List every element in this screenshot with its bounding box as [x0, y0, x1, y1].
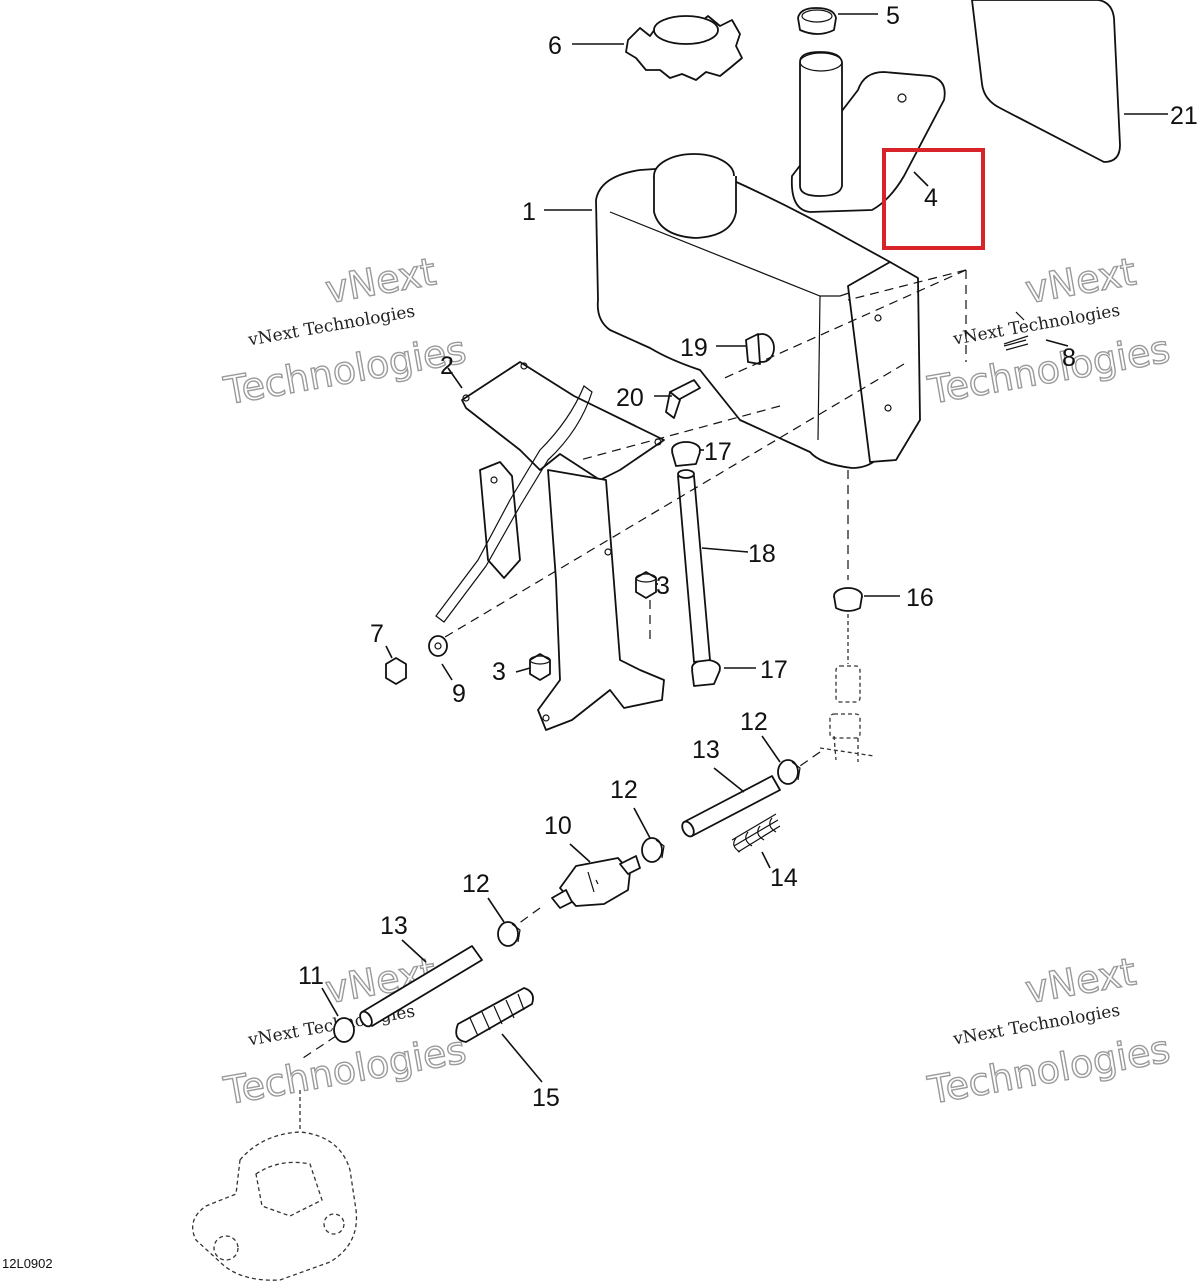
- part-19-grommet: [745, 333, 775, 365]
- diagram-code: 12L0902: [2, 1256, 53, 1271]
- part-13-hose-upper: [681, 775, 781, 838]
- callout-2: 2: [440, 352, 454, 380]
- part-8-screw: [1003, 311, 1029, 351]
- callout-7: 7: [370, 620, 384, 648]
- callout-6: 6: [548, 32, 562, 60]
- carburetor-ghost: [192, 1090, 358, 1281]
- callout-18: 18: [748, 540, 776, 568]
- part-12-clamp-upper: [777, 759, 801, 785]
- callout-16: 16: [906, 584, 934, 612]
- part-3-nut-upper: [635, 571, 657, 599]
- watermark-left-top: vNext vNext Technologies Technologies: [220, 249, 470, 414]
- callout-13-upper: 13: [692, 736, 720, 764]
- part-21-decal: [971, 0, 1121, 163]
- callout-12-lower: 12: [462, 870, 490, 898]
- callout-8: 8: [1062, 344, 1076, 372]
- callout-9: 9: [452, 680, 466, 708]
- assembly-lines: [299, 269, 967, 1061]
- part-20-elbow-fitting: [665, 379, 701, 419]
- part-14-spring: [731, 813, 781, 853]
- callout-13-lower: 13: [380, 912, 408, 940]
- watermark-text-vnext: vNext: [1022, 949, 1139, 1012]
- watermark-text-vnext: vNext: [322, 249, 439, 312]
- callout-5: 5: [886, 2, 900, 30]
- callout-4: 4: [924, 184, 938, 212]
- part-10-fuel-filter: [551, 855, 641, 909]
- part-1-fuel-tank: [595, 153, 921, 469]
- part-18-hose: [677, 469, 711, 663]
- callout-1: 1: [522, 198, 536, 226]
- callout-3-lower: 3: [492, 658, 506, 686]
- callout-20: 20: [616, 384, 644, 412]
- watermark-text-vnext: vNext: [1022, 249, 1139, 312]
- part-12-clamp-lower: [497, 921, 521, 947]
- callout-12-middle: 12: [610, 776, 638, 804]
- part-7-nut: [385, 657, 407, 685]
- part-16-grommet: [833, 587, 863, 612]
- part-11-clamp: [333, 1017, 355, 1043]
- callout-17-lower: 17: [760, 656, 788, 684]
- part-4-filler-neck-bracket: [790, 51, 946, 213]
- part-5-grommet: [797, 7, 837, 35]
- callout-21: 21: [1170, 102, 1198, 130]
- callout-11: 11: [298, 962, 324, 990]
- callout-14: 14: [770, 864, 798, 892]
- highlight-box-callout-4: [882, 148, 985, 250]
- part-6-filler-cap: [625, 15, 743, 81]
- part-17-clamp-lower: [691, 659, 721, 687]
- part-17-clamp-upper: [671, 441, 701, 467]
- callout-19: 19: [680, 334, 708, 362]
- callout-15: 15: [532, 1084, 560, 1112]
- callout-17-upper: 17: [704, 438, 732, 466]
- part-15-protective-sleeve: [455, 987, 534, 1043]
- part-13-hose-lower: [359, 945, 483, 1028]
- part-12-clamp-middle: [641, 837, 665, 863]
- leader-lines: [321, 13, 1168, 1083]
- callout-12-upper: 12: [740, 708, 768, 736]
- fuel-valve-assembly: [819, 614, 875, 762]
- part-3-nut-lower: [529, 653, 551, 681]
- callout-10: 10: [544, 812, 572, 840]
- watermark-right-bottom: vNext vNext Technologies Technologies: [923, 949, 1173, 1114]
- watermark-right-top: vNext vNext Technologies Technologies: [923, 249, 1173, 414]
- callout-3-upper: 3: [656, 572, 670, 600]
- part-9-washer: [428, 635, 448, 657]
